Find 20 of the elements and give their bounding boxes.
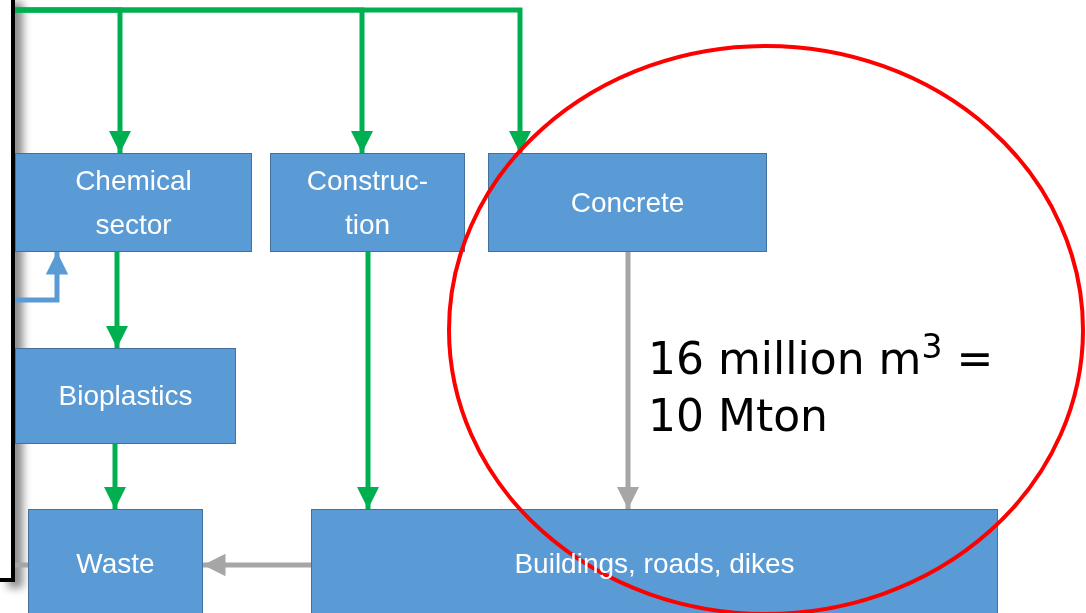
arrow xyxy=(15,7,532,153)
box-label: Construc- tion xyxy=(305,164,430,242)
process-box xyxy=(488,153,767,252)
box-label: Bioplastics xyxy=(58,379,193,414)
arrow xyxy=(616,252,640,509)
process-box xyxy=(15,348,236,444)
arrow xyxy=(105,252,129,348)
process-box xyxy=(270,153,465,252)
panel-frame xyxy=(0,0,15,582)
process-box xyxy=(15,153,252,252)
process-box xyxy=(311,509,998,613)
box-label: Concrete xyxy=(570,185,685,220)
box-label: Chemical sector xyxy=(74,164,193,242)
arrow xyxy=(103,444,127,509)
box-label: Waste xyxy=(76,547,155,582)
arrow xyxy=(356,252,380,509)
arrow xyxy=(203,553,311,577)
process-box xyxy=(28,509,203,613)
arrow xyxy=(15,252,69,303)
edge-label: 16 million m$^{3}$ = 10 Mton xyxy=(648,330,995,444)
